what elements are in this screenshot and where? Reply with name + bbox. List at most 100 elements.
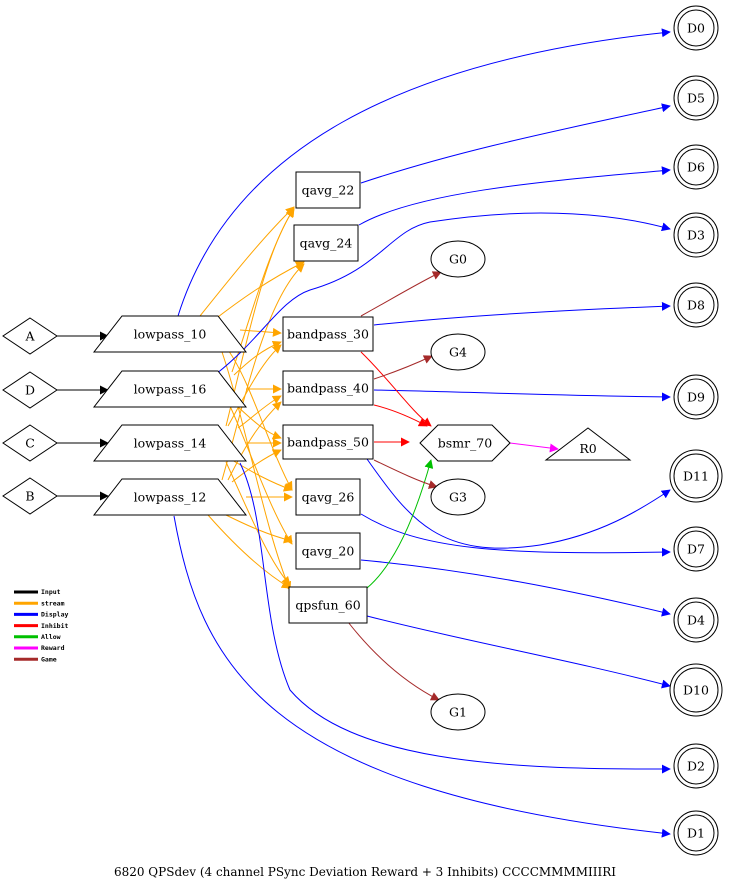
node-lowpass_12: lowpass_12 [92,478,248,516]
edge-lowpass_14-to-bandpass_40 [237,395,282,429]
node-label-D2: D2 [687,759,705,774]
edge-qavg_20-to-D4 [360,559,671,617]
edge-bandpass_30-to-D8 [373,301,671,326]
edge-lowpass_12-to-qavg_20 [223,513,293,544]
node-D7: D7 [673,526,719,572]
edge-bandpass_30-to-G0 [360,271,442,317]
node-qavg_24: qavg_24 [293,224,359,262]
edge-lowpass_12-to-bandpass_50 [231,449,282,483]
legend-label: Inhibit [41,622,68,630]
node-label-D0: D0 [687,21,705,36]
edge-layer [57,28,671,838]
node-label-B: B [25,489,34,504]
node-D8: D8 [673,282,719,328]
edge-qavg_26-to-D7 [360,513,671,557]
node-label-D3: D3 [687,228,705,243]
node-label-G3: G3 [449,490,467,505]
node-D: D [2,371,58,409]
legend-label: Allow [41,633,61,641]
node-label-lowpass_10: lowpass_10 [134,327,207,342]
edge-qavg_24-to-D6 [358,166,671,226]
legend-label: Game [41,655,57,663]
node-bandpass_40: bandpass_40 [282,370,374,406]
node-label-qpsfun_60: qpsfun_60 [295,598,360,613]
node-label-D11: D11 [683,469,709,484]
node-qavg_26: qavg_26 [295,478,361,516]
edge-lowpass_12-to-D1 [173,515,671,838]
node-lowpass_16: lowpass_16 [92,370,248,408]
edge-lowpass_14-to-qpsfun_60 [225,461,291,586]
node-qavg_22: qavg_22 [295,171,361,209]
node-D3: D3 [673,212,719,258]
node-label-bandpass_30: bandpass_30 [287,327,369,342]
edge-lowpass_10-to-qavg_24 [213,261,305,321]
edge-lowpass_10-to-qpsfun_60 [221,351,292,591]
edge-qpsfun_60-to-bsmr_70 [366,459,434,589]
legend-item-game: Game [14,655,57,663]
node-label-R0: R0 [579,441,596,456]
node-label-lowpass_14: lowpass_14 [134,436,207,451]
edge-bandpass_50-to-G3 [373,459,438,489]
node-qpsfun_60: qpsfun_60 [288,586,368,624]
edge-lowpass_14-to-bandpass_30 [227,344,282,427]
legend-label: Display [41,611,68,619]
node-label-qavg_20: qavg_20 [302,544,355,559]
legend-item-allow: Allow [14,633,61,641]
node-label-D4: D4 [687,613,705,628]
legend-item-inhibit: Inhibit [14,622,68,630]
node-A: A [2,317,58,355]
edge-lowpass_14-to-qavg_26 [231,459,293,492]
edge-qavg_22-to-D5 [360,103,671,184]
edge-bandpass_40-to-G4 [373,355,433,380]
node-label-G0: G0 [449,252,467,267]
node-label-A: A [24,329,35,344]
node-lowpass_14: lowpass_14 [92,424,248,462]
edge-lowpass_10-to-D0 [177,28,671,317]
edge-lowpass_16-to-bandpass_50 [235,404,282,440]
node-label-lowpass_16: lowpass_16 [134,382,207,397]
node-D4: D4 [673,597,719,643]
edge-bsmr_70-to-R0 [509,442,559,453]
edge-lowpass_16-to-D3 [215,212,671,375]
legend-label: Reward [41,644,65,652]
node-D1: D1 [673,810,719,856]
node-label-D6: D6 [687,160,705,175]
node-D0: D0 [673,5,719,51]
node-bandpass_50: bandpass_50 [282,424,374,460]
node-G4: G4 [430,333,486,371]
legend-item-reward: Reward [14,644,65,652]
legend-item-display: Display [14,611,68,619]
legend-label: stream [41,599,65,607]
node-label-lowpass_12: lowpass_12 [134,490,207,505]
node-R0: R0 [544,427,632,461]
node-bandpass_30: bandpass_30 [282,316,374,352]
node-label-C: C [25,436,35,451]
diagram-caption: 6820 QPSdev (4 channel PSync Deviation R… [114,865,616,879]
edge-lowpass_14-to-D2 [239,462,671,774]
node-label-D9: D9 [687,390,705,405]
node-label-D1: D1 [687,826,705,841]
edge-lowpass_10-to-qavg_22 [199,206,295,317]
node-label-G1: G1 [449,705,467,720]
edge-lowpass_16-to-qavg_20 [229,405,293,545]
node-label-D: D [25,383,35,398]
node-G1: G1 [430,693,486,731]
node-label-qavg_22: qavg_22 [302,183,355,198]
node-label-bandpass_40: bandpass_40 [287,381,369,396]
node-G0: G0 [430,240,486,278]
node-lowpass_10: lowpass_10 [92,315,248,353]
node-D2: D2 [673,743,719,789]
node-B: B [2,477,58,515]
edge-lowpass_12-to-bandpass_40 [227,401,282,481]
edge-bandpass_40-to-D9 [373,389,671,402]
node-qavg_20: qavg_20 [295,532,361,570]
node-D11: D11 [669,449,723,503]
legend-item-input: Input [14,588,61,596]
edge-lowpass_16-to-bandpass_30 [233,340,282,376]
edge-bandpass_50-to-D11 [366,458,671,549]
node-label-D8: D8 [687,298,705,313]
node-D10: D10 [669,663,723,717]
